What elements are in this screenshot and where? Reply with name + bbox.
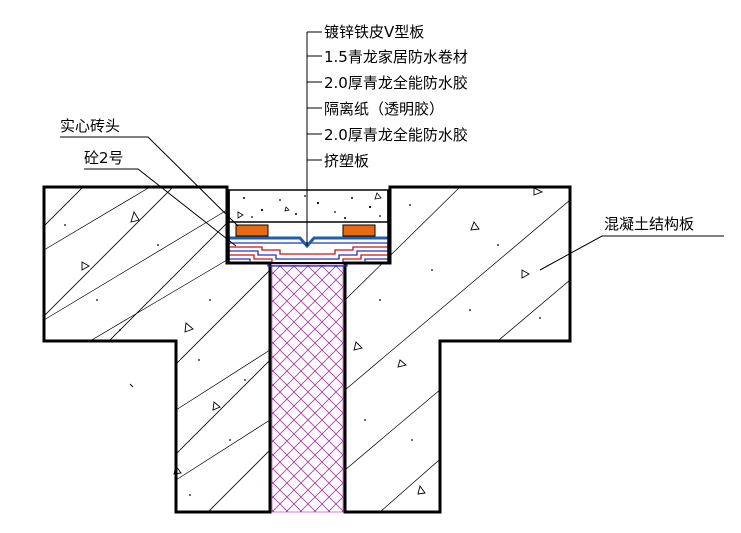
aggregate-dots-right <box>364 204 541 441</box>
label-membrane-1-5: 1.5青龙家居防水卷材 <box>324 48 468 66</box>
solid-brick-right <box>342 224 376 237</box>
label-waterproof-glue-2: 2.0厚青龙全能防水胶 <box>324 126 468 144</box>
label-concrete-no2: 砼2号 <box>84 149 124 167</box>
label-foam-board: 挤塑板 <box>324 152 369 170</box>
label-waterproof-glue-1: 2.0厚青龙全能防水胶 <box>324 74 468 92</box>
concrete-cover-block <box>226 189 391 264</box>
label-solid-brick: 实心砖头 <box>60 117 120 135</box>
leader-lines-right-stack <box>306 31 322 246</box>
aggregate-marks-left <box>81 210 221 475</box>
label-galvanized-v-plate: 镀锌铁皮V型板 <box>324 23 424 41</box>
aggregate-dots-left <box>64 224 246 496</box>
leader-solid-brick <box>60 136 239 227</box>
label-concrete-structure-slab: 混凝土结构板 <box>604 215 694 233</box>
left-stack-labels: 实心砖头 砼2号 <box>60 117 239 247</box>
leader-concrete-no2 <box>84 168 237 247</box>
right-concrete-slab <box>343 185 572 514</box>
leader-concrete-structure <box>539 235 724 271</box>
aggregate-marks-right <box>353 187 544 495</box>
structure-label-group: 混凝土结构板 <box>539 215 724 271</box>
extruded-foam-board <box>271 264 344 513</box>
label-separator-paper: 隔离纸（透明胶） <box>324 100 444 118</box>
right-stack-labels: 镀锌铁皮V型板 1.5青龙家居防水卷材 2.0厚青龙全能防水胶 隔离纸（透明胶）… <box>324 23 468 170</box>
galvanized-v-plate <box>229 236 388 249</box>
solid-brick-left <box>235 224 269 237</box>
